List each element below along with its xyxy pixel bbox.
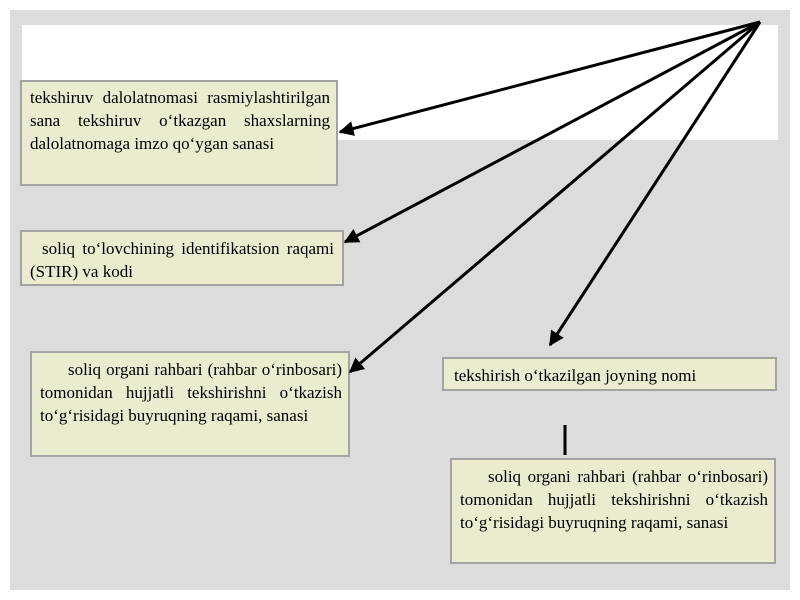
arrow-to-inspection-act-date	[338, 20, 761, 136]
node-taxpayer-tin: soliq to‘lovchining identifikatsion raqa…	[20, 230, 344, 286]
arrow-to-inspection-place	[548, 21, 762, 347]
node-inspection-act-date: tekshiruv dalolatnomasi rasmiylashtirilg…	[20, 80, 338, 186]
arrow-to-order-number-date	[348, 20, 761, 374]
node-order-number-date: soliq organi rahbari (rahbar o‘rinbosari…	[30, 351, 350, 457]
node-label: tekshirish o‘tkazilgan joyning nomi	[454, 366, 697, 385]
node-label: soliq organi rahbari (rahbar o‘rinbosari…	[40, 360, 342, 425]
arrow-to-taxpayer-tin	[343, 20, 761, 244]
node-label: tekshiruv dalolatnomasi rasmiylashtirilg…	[30, 88, 330, 153]
node-label: soliq to‘lovchining identifikatsion raqa…	[30, 239, 334, 281]
node-inspection-place: tekshirish o‘tkazilgan joyning nomi	[442, 357, 777, 391]
node-order-number-date-2: soliq organi rahbari (rahbar o‘rinbosari…	[450, 458, 776, 564]
node-label: soliq organi rahbari (rahbar o‘rinbosari…	[460, 467, 768, 532]
